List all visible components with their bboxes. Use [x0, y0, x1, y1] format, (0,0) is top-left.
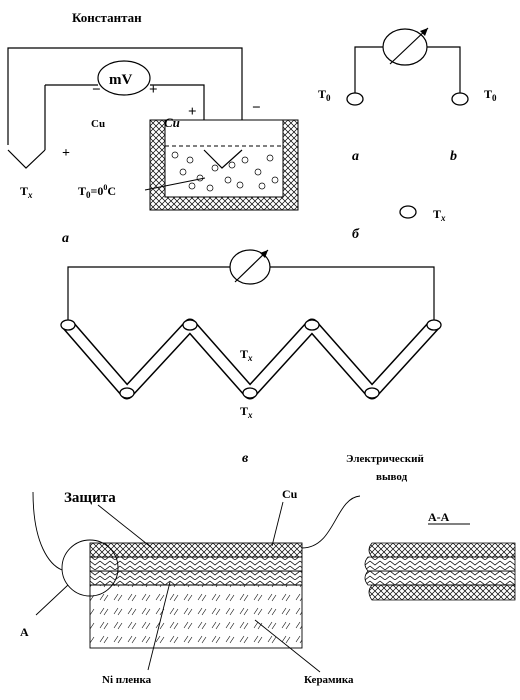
meter-b-wire-right: [427, 46, 461, 97]
ceramic-substrate: [89, 584, 303, 649]
tx-upper-label: Tx: [240, 347, 253, 363]
leg-b: [403, 97, 465, 215]
cu-layer: [89, 556, 303, 572]
part-c: Tx Tx в: [60, 249, 442, 466]
meter-plus: +: [149, 82, 158, 98]
ni-film-layer: [89, 570, 303, 586]
ceramic-label: Керамика: [304, 674, 354, 686]
meter-c-arrow: [260, 250, 268, 258]
bath-interior: [164, 119, 284, 198]
leg-a: [350, 97, 413, 215]
t0-right: T0: [484, 87, 497, 103]
right-minus: −: [252, 100, 261, 116]
mv-label: mV: [109, 72, 132, 88]
part-d: Электрический вывод Защита Cu А-А А Ni п…: [20, 453, 516, 686]
caption-a: а: [62, 231, 69, 246]
protection-layer: [89, 542, 303, 558]
t0-label: T0=00C: [78, 183, 116, 200]
meter-minus: −: [92, 82, 101, 98]
end-a: [346, 92, 364, 106]
meter-b-arrow: [420, 28, 428, 36]
hot-junction: [7, 149, 46, 169]
right-plus: +: [188, 104, 197, 120]
ice-bubbles: [171, 151, 279, 192]
tx-b-label: Tx: [433, 207, 446, 223]
detail-circle: [61, 539, 119, 597]
tx-lower-label: Tx: [240, 404, 253, 420]
protection-label: Защита: [64, 490, 116, 506]
meter-c-wire-left: [67, 266, 230, 322]
tx-label: Tx: [20, 184, 33, 200]
cu-pointer: [271, 501, 284, 547]
leg-b-label: b: [450, 149, 457, 164]
lead-wire: [301, 495, 361, 549]
section-view: [364, 542, 516, 601]
end-b: [451, 92, 469, 106]
point-a-pointer: [35, 584, 69, 616]
millivoltmeter: [97, 60, 151, 96]
cu-label-d: Cu: [282, 487, 298, 501]
t0-pointer: [144, 177, 206, 191]
film-label: Ni пленка: [102, 674, 152, 686]
t0-left: T0: [318, 87, 331, 103]
lead-label-2: вывод: [376, 471, 408, 483]
part-b: T0 T0 a b Tx б: [318, 27, 497, 242]
section-label: А-А: [428, 510, 450, 524]
meter-b-needle: [389, 27, 429, 65]
constantan-wire: [7, 47, 243, 155]
ceramic-pointer: [254, 619, 321, 673]
cu-right-label: Cu: [164, 115, 180, 130]
cu-left-label: Cu: [91, 118, 105, 130]
constantan-label: Константан: [72, 10, 142, 25]
film-pointer: [147, 581, 171, 671]
zigzag-thermopile: [60, 318, 442, 400]
meter-c-wire-right: [270, 266, 435, 322]
caption-c: в: [242, 451, 249, 466]
cold-junction: [203, 149, 243, 169]
left-plus: +: [62, 146, 70, 161]
lead-label-1: Электрический: [346, 453, 424, 465]
part-a: Константан mV − + + Cu Tx Cu + − T0=: [7, 10, 299, 246]
leg-a-label: a: [352, 149, 359, 164]
protection-pointer: [97, 504, 153, 549]
junction-b: [399, 205, 417, 219]
point-a-label: А: [20, 625, 29, 639]
caption-b: б: [352, 227, 360, 242]
meter-b-wire-left: [354, 46, 383, 97]
circle-tail: [32, 491, 63, 571]
